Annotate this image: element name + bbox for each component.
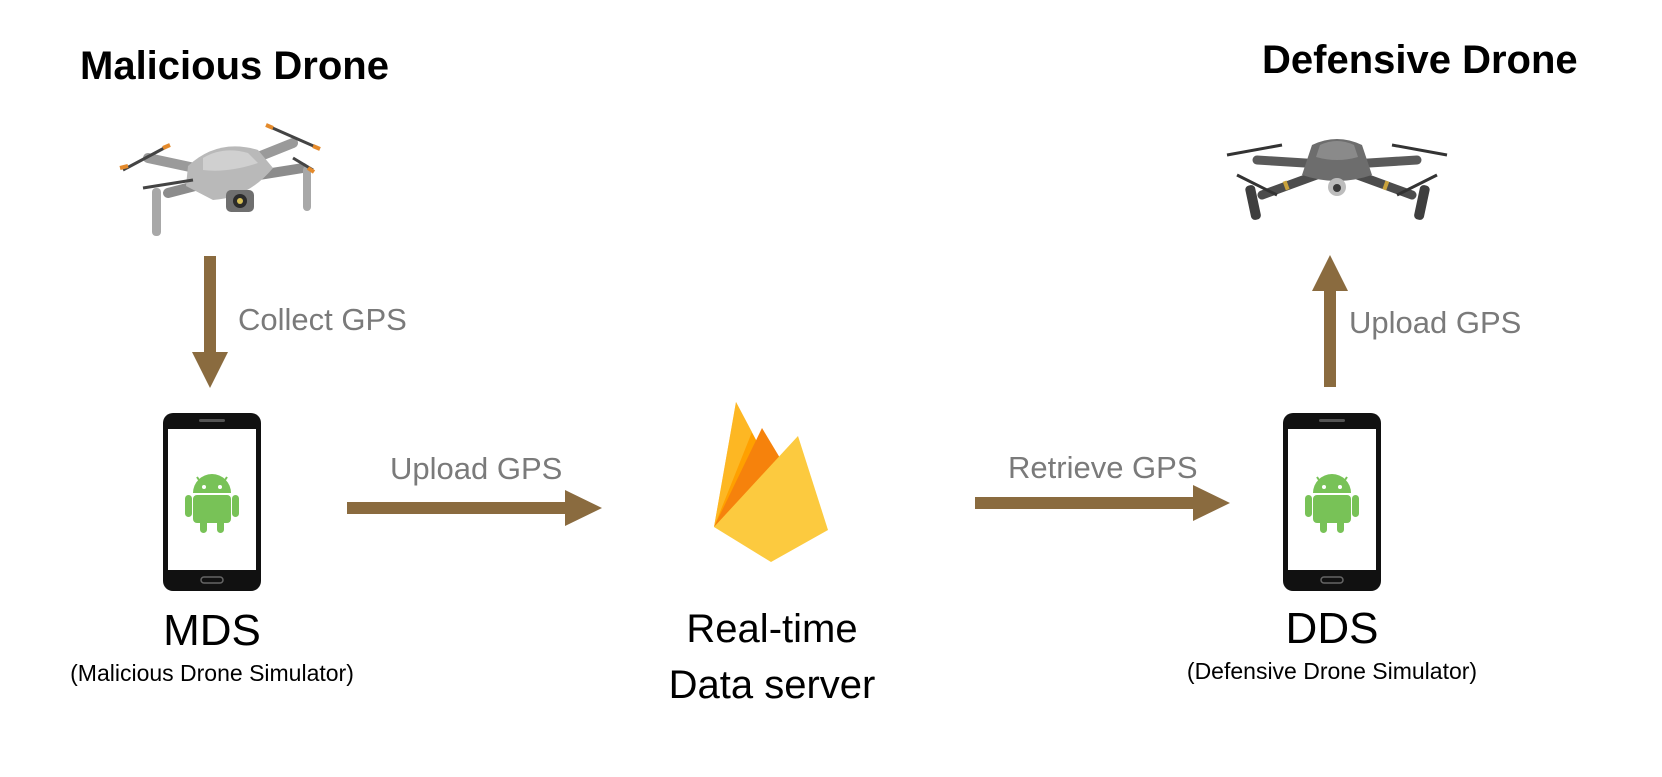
defensive-drone-icon: [1226, 139, 1448, 220]
malicious-drone-title: Malicious Drone: [80, 44, 389, 88]
server-label: Real-time Data server: [622, 601, 922, 713]
mds-subtitle: (Malicious Drone Simulator): [70, 660, 354, 686]
malicious-drone-icon: [119, 123, 321, 236]
arrow-upload-gps-server: [347, 490, 602, 526]
server-label-line2: Data server: [668, 663, 876, 707]
arrow-collect-gps: [192, 256, 228, 388]
mds-phone-icon: [163, 413, 261, 591]
edge-label-upload-gps-server: Upload GPS: [390, 451, 563, 486]
defensive-drone-title: Defensive Drone: [1262, 38, 1578, 82]
arrow-upload-gps-drone: [1312, 255, 1348, 387]
dds-subtitle: (Defensive Drone Simulator): [1186, 658, 1478, 684]
edge-label-retrieve-gps: Retrieve GPS: [1008, 450, 1198, 485]
dds-label: DDS: [1285, 604, 1379, 653]
mds-android-icon: [185, 474, 239, 533]
mds-label: MDS: [163, 606, 261, 655]
edge-label-collect-gps: Collect GPS: [238, 302, 407, 337]
firebase-icon: [714, 402, 828, 562]
edge-label-upload-gps-drone: Upload GPS: [1349, 305, 1522, 340]
arrow-retrieve-gps: [975, 485, 1230, 521]
server-label-line1: Real-time: [686, 607, 858, 651]
dds-phone-icon: [1283, 413, 1381, 591]
dds-android-icon: [1305, 474, 1359, 533]
